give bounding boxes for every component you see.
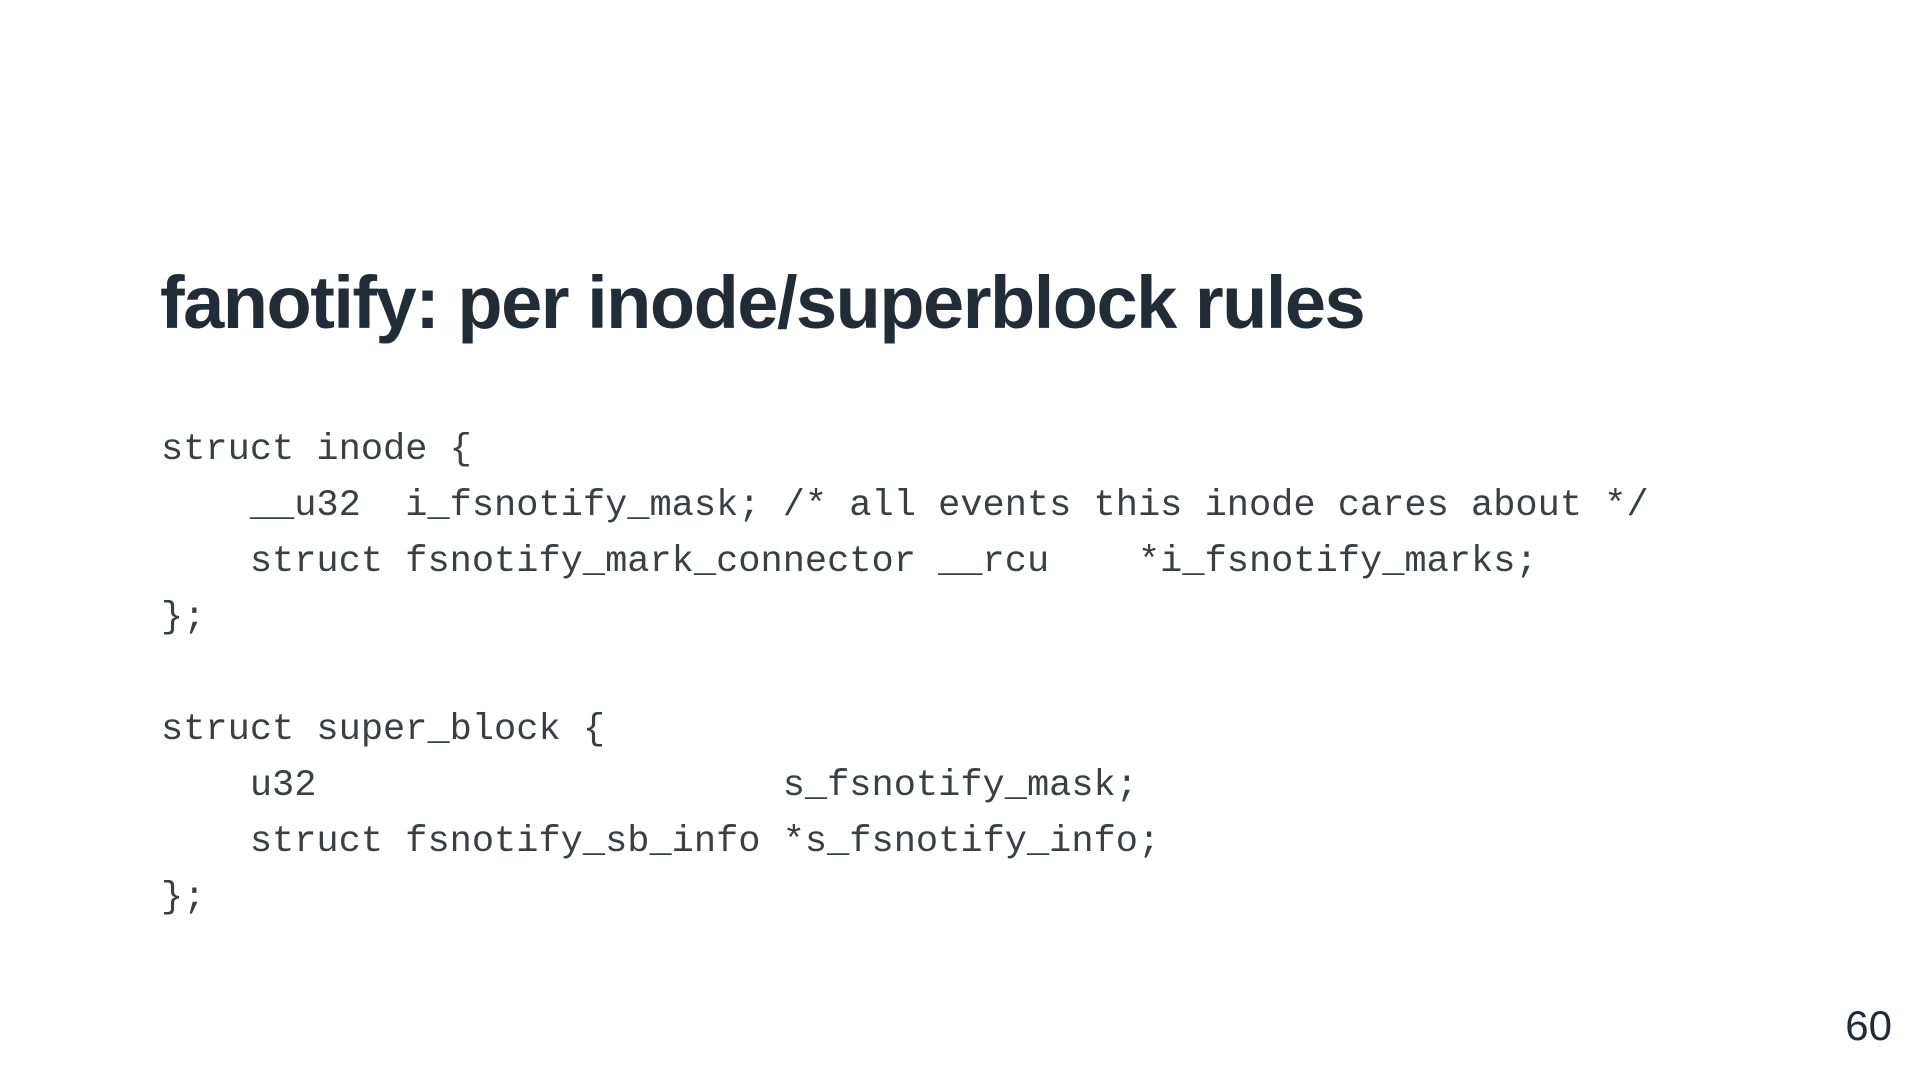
code-line: struct fsnotify_sb_info *s_fsnotify_info…: [161, 821, 1161, 863]
code-line: };: [161, 597, 206, 639]
code-line: struct super_block {: [161, 709, 606, 751]
page-number: 60: [1845, 1002, 1892, 1049]
code-line: u32 s_fsnotify_mask;: [161, 765, 1138, 807]
code-line: struct inode {: [161, 429, 472, 471]
code-line: __u32 i_fsnotify_mask; /* all events thi…: [161, 485, 1649, 527]
code-block-struct-inode: struct inode { __u32 i_fsnotify_mask; /*…: [161, 422, 1649, 646]
code-line: struct fsnotify_mark_connector __rcu *i_…: [161, 541, 1538, 583]
code-block-struct-super-block: struct super_block { u32 s_fsnotify_mask…: [161, 702, 1160, 926]
code-line: };: [161, 877, 206, 919]
slide-title: fanotify: per inode/superblock rules: [160, 261, 1366, 344]
